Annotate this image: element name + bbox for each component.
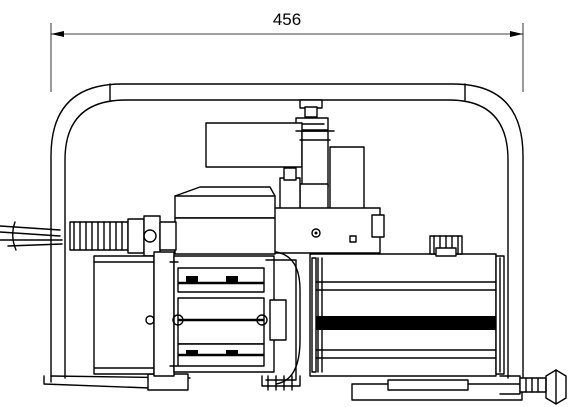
- motor: [93, 251, 301, 385]
- base-feet: [261, 375, 301, 391]
- reservoir: [309, 235, 505, 377]
- carry-frame: [43, 83, 524, 401]
- pump-head: [174, 186, 385, 255]
- width-dimension: 456: [50, 10, 524, 92]
- cable-gland: [0, 215, 177, 257]
- outlet-fitting: [499, 369, 567, 405]
- width-dimension-value: 456: [273, 10, 301, 29]
